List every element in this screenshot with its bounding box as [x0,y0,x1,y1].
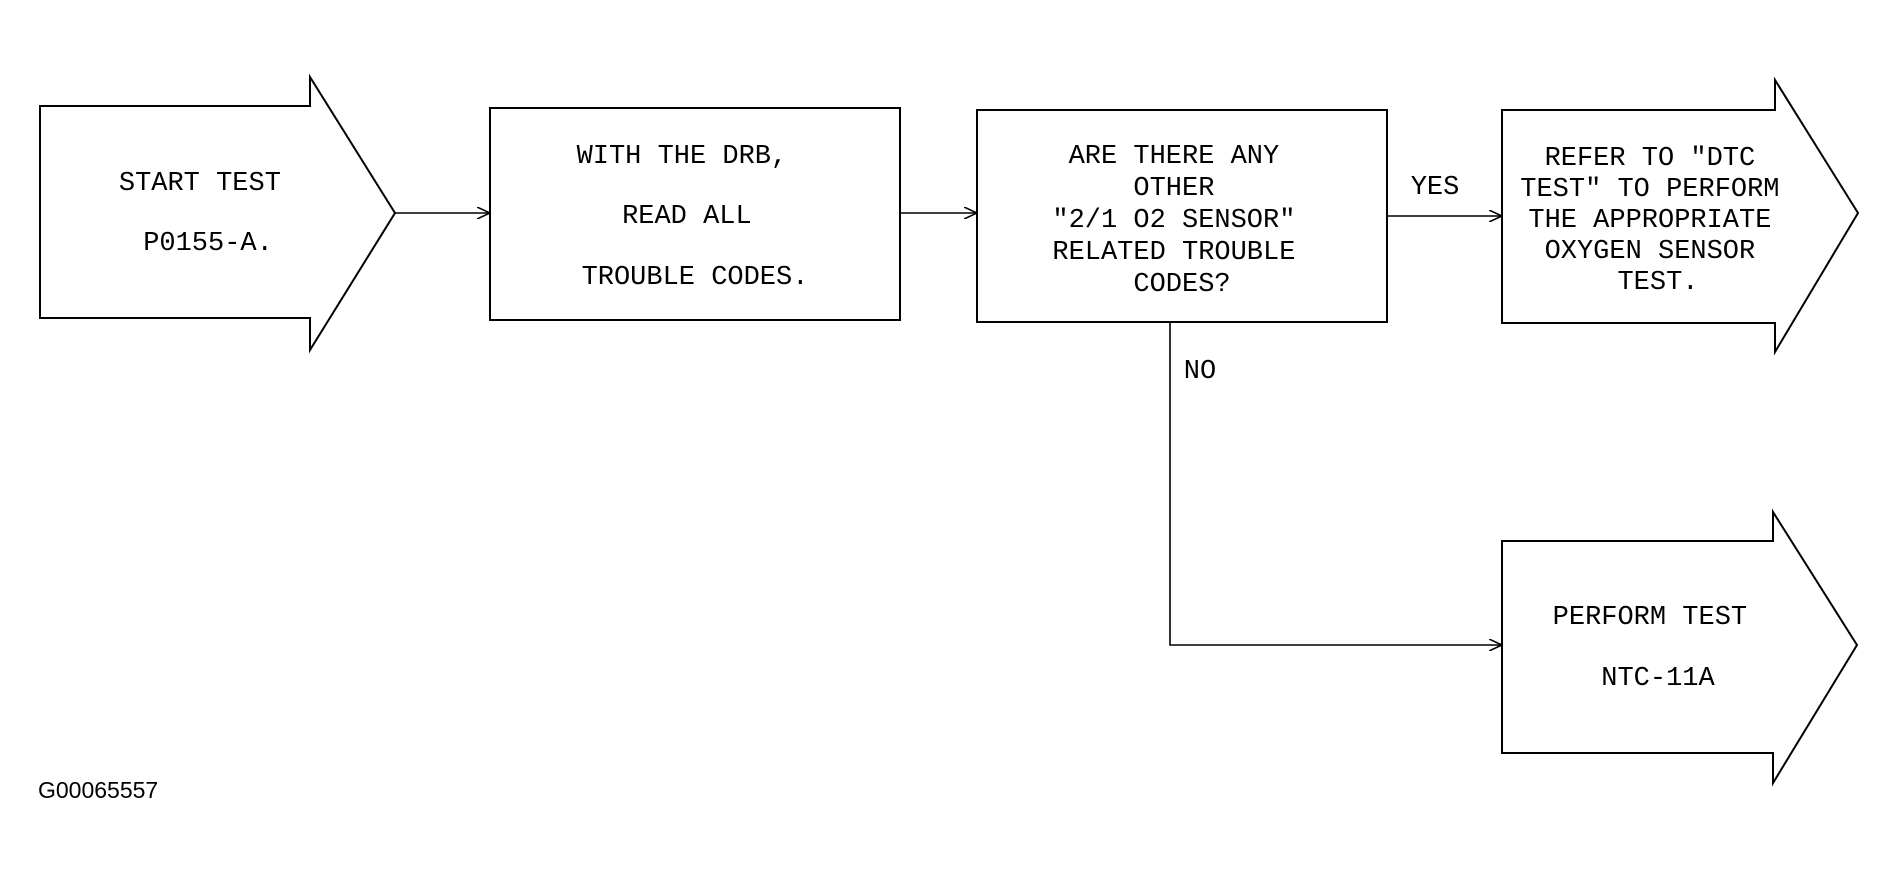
start-test-line-2: P0155-A. [143,229,273,259]
connector-no [1169,322,1502,645]
perform-line-1: PERFORM TEST [1553,603,1747,633]
perform-test-node: PERFORM TEST NTC-11A [1501,508,1859,787]
yes-label: YES [1411,173,1460,203]
question-line-2: OTHER [1133,174,1214,204]
question-node: ARE THERE ANY OTHER "2/1 O2 SENSOR" RELA… [976,109,1388,323]
read-codes-node: WITH THE DRB, READ ALL TROUBLE CODES. [489,107,901,321]
figure-id: G00065557 [38,777,158,803]
svg-text:START TEST P0155-A.: START TEST P0155-A. [119,169,297,259]
read-codes-line-1: WITH THE DRB, [577,142,788,172]
read-codes-line-3: TROUBLE CODES. [582,263,809,293]
start-test-line-1: START TEST [119,169,281,199]
refer-dtc-test-node: REFER TO "DTC TEST" TO PERFORM THE APPRO… [1501,76,1860,356]
refer-line-4: OXYGEN SENSOR [1545,237,1756,267]
refer-line-1: REFER TO "DTC [1545,144,1756,174]
svg-text:PERFORM TEST NTC-11A: PERFORM TEST NTC-11A [1553,603,1764,694]
svg-text:REFER TO "DTC TEST" TO P: REFER TO "DTC TEST" TO PERFORM THE APPRO… [1520,144,1795,298]
refer-line-3: THE APPROPRIATE [1528,206,1771,236]
refer-line-2: TEST" TO PERFORM [1520,175,1779,205]
question-line-5: CODES? [1133,270,1230,300]
start-test-node: START TEST P0155-A. [39,73,397,354]
question-line-4: RELATED TROUBLE [1052,238,1295,268]
svg-text:ARE THERE ANY OTHER: ARE THERE ANY OTHER "2/1 O2 SENSOR" RELA… [1052,142,1311,300]
read-codes-line-2: READ ALL [622,202,752,232]
question-line-3: "2/1 O2 SENSOR" [1052,206,1295,236]
no-label: NO [1184,357,1216,387]
perform-line-2: NTC-11A [1601,664,1715,694]
svg-text:WITH THE DRB, READ ALL: WITH THE DRB, READ ALL TROUBLE CODES. [577,142,809,293]
refer-line-5: TEST. [1617,268,1698,298]
question-line-1: ARE THERE ANY [1069,142,1280,172]
